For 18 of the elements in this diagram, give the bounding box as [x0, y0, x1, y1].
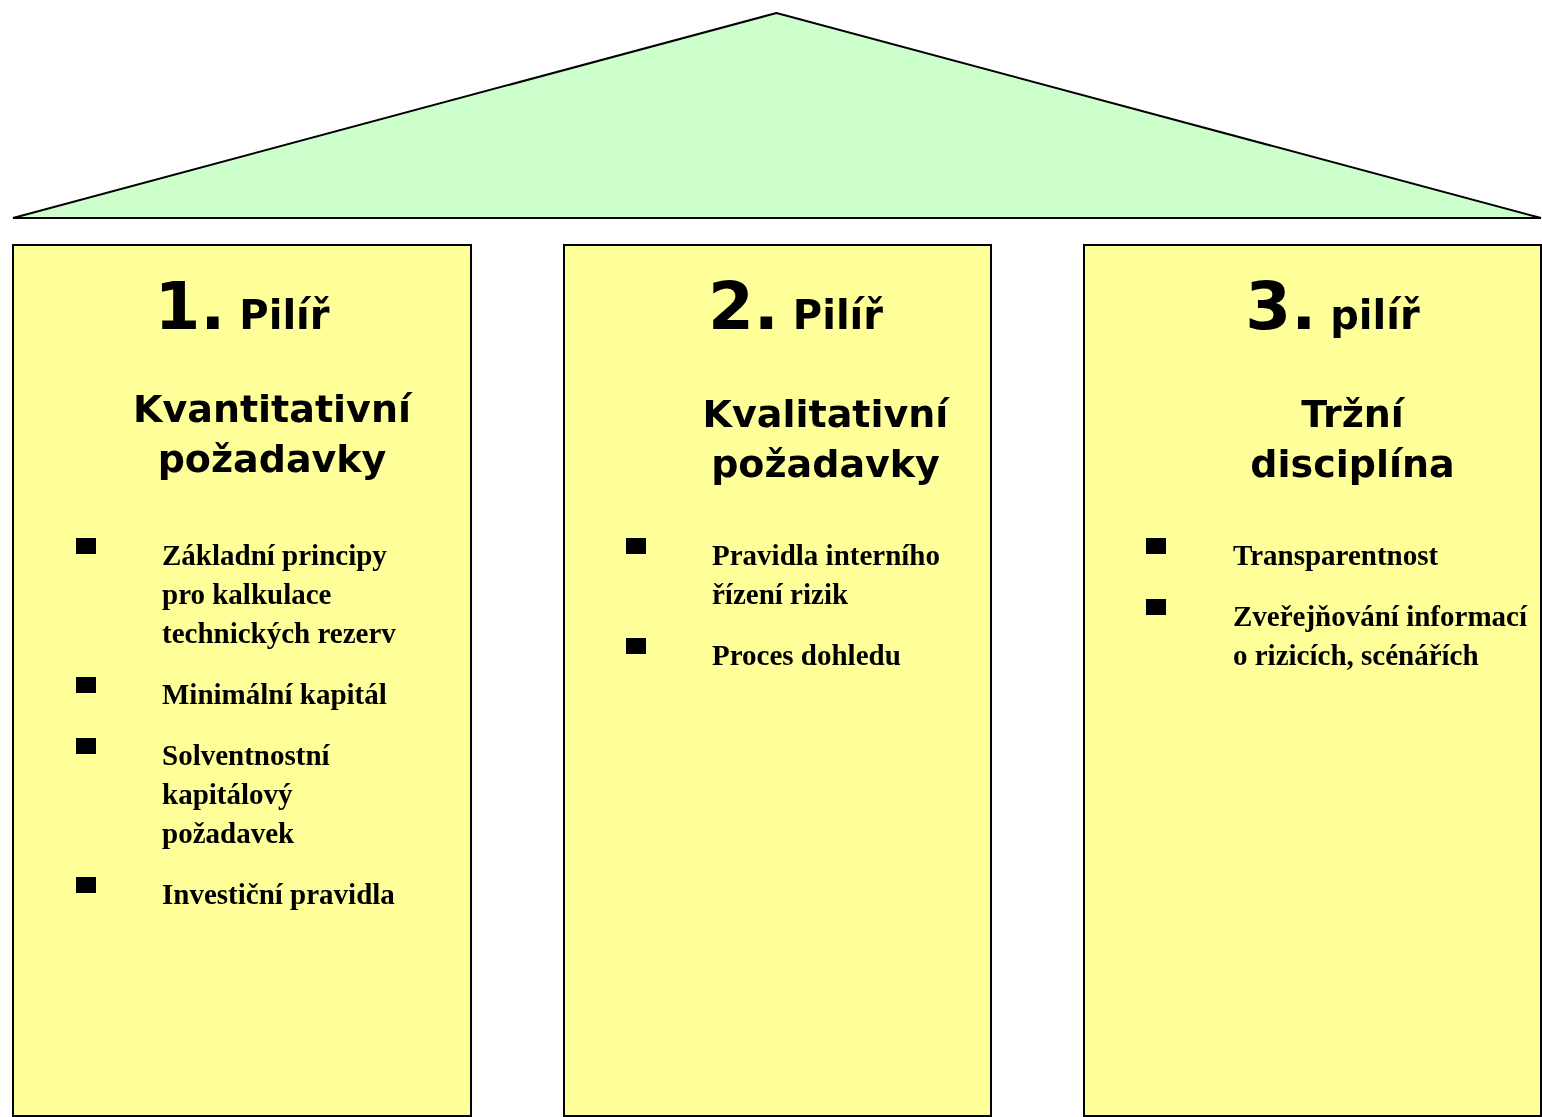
pillar-heading: 1. Pilíř	[153, 268, 331, 345]
bullet-text: Pravidla interního řízení rizik	[712, 538, 941, 612]
pillar-subtitle: Kvalitativní požadavky	[701, 391, 951, 488]
bullet-text: Solventnostní kapitálový požadavek	[162, 738, 331, 851]
pillar-subtitle: Tržní disciplína	[1249, 391, 1456, 488]
pillar-heading: 3. pilíř	[1244, 268, 1421, 345]
bullet-text: Základní principy pro kalkulace technických rezerv	[162, 538, 397, 651]
pillar-box	[12, 244, 472, 1117]
bullet-text: Transparentnost	[1233, 538, 1440, 573]
bullet-text: Zveřejňování informací o rizicích, scénářích	[1233, 599, 1529, 673]
bullet-text: Investiční pravidla	[162, 877, 396, 912]
bullet-text: Minimální kapitál	[162, 677, 388, 712]
bullet-text: Proces dohledu	[712, 638, 902, 673]
pillar-subtitle: Kvantitativní požadavky	[132, 386, 414, 483]
roof-triangle	[12, 12, 1542, 219]
pillar-heading: 2. Pilíř	[706, 268, 885, 345]
pillar-box	[1083, 244, 1542, 1117]
pillar-box	[563, 244, 992, 1117]
